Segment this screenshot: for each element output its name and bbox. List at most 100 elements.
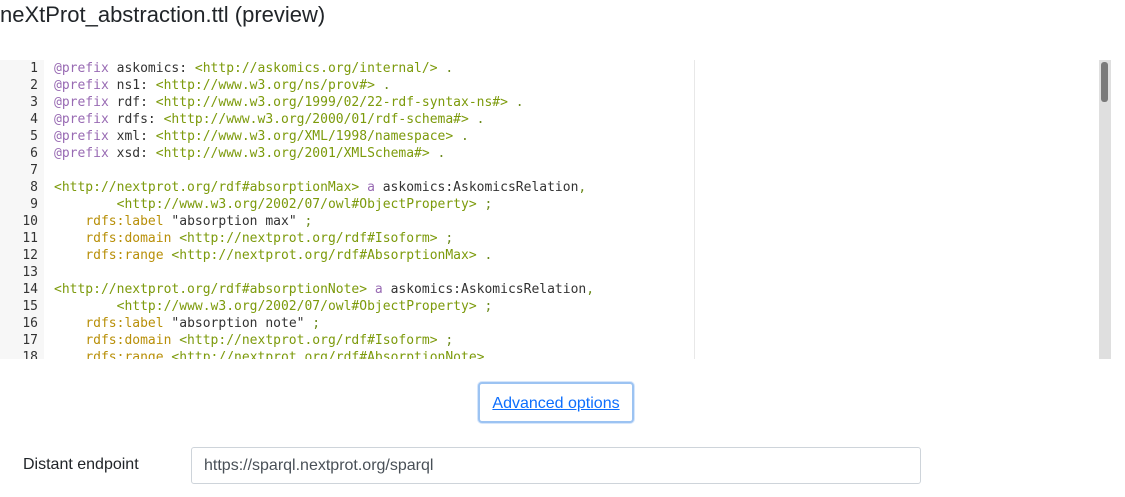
code-token: <http://nextprot.org/rdf#AbsorptionMax> (171, 248, 477, 263)
code-token: "absorption max" (163, 214, 297, 229)
line-code: @prefix rdfs: <http://www.w3.org/2000/01… (54, 111, 485, 128)
code-token: <http://www.w3.org/2000/01/rdf-schema#> (163, 112, 469, 127)
code-line[interactable]: 7 (0, 162, 1099, 179)
code-token: <http://nextprot.org/rdf#Isoform> (179, 333, 438, 348)
code-line[interactable]: 1@prefix askomics: <http://askomics.org/… (0, 60, 1099, 77)
code-token: @prefix (54, 95, 109, 110)
line-number: 3 (30, 95, 38, 110)
code-token (54, 299, 117, 314)
code-token: <http://askomics.org/internal/> (194, 61, 438, 76)
code-token: . (453, 129, 469, 144)
code-line[interactable]: 10 rdfs:label "absorption max" ; (0, 213, 1099, 230)
code-token (54, 231, 85, 246)
code-token: rdfs:range (85, 350, 164, 359)
code-token: , (578, 180, 587, 195)
line-number: 13 (22, 265, 38, 280)
code-token: . (507, 95, 524, 110)
line-code: <http://nextprot.org/rdf#absorptionMax> … (54, 179, 586, 196)
distant-endpoint-input[interactable] (191, 447, 921, 484)
code-token: ; (476, 299, 493, 314)
code-line[interactable]: 2 @prefix ns1: <http://www.w3.org/ns/prov… (0, 77, 1099, 94)
code-line[interactable]: 4@prefix rdfs: <http://www.w3.org/2000/0… (0, 111, 1099, 128)
line-code: rdfs:label "absorption max" ; (54, 213, 312, 230)
line-code: @prefix rdf: <http://www.w3.org/1999/02/… (54, 94, 524, 111)
code-token: <http://www.w3.org/ns/prov#> (155, 78, 375, 93)
code-token: askomics:AskomicsRelation (390, 282, 587, 297)
code-line[interactable]: 13 (0, 264, 1099, 281)
code-editor[interactable]: 1@prefix askomics: <http://askomics.org/… (0, 60, 1111, 359)
code-token: ; (304, 316, 321, 331)
code-token: @prefix (54, 61, 109, 76)
line-number: 5 (30, 129, 38, 144)
code-token: ; (437, 231, 454, 246)
code-token: @prefix (54, 129, 109, 144)
line-number: 10 (22, 214, 38, 229)
line-number: 6 (30, 146, 38, 161)
code-line[interactable]: 9 <http://www.w3.org/2002/07/owl#ObjectP… (0, 196, 1099, 213)
code-token: ns1: (108, 78, 156, 93)
code-token: <http://www.w3.org/2002/07/owl#ObjectPro… (116, 299, 477, 314)
code-line[interactable]: 6@prefix xsd: <http://www.w3.org/2001/XM… (0, 145, 1099, 162)
code-token: a (367, 282, 391, 297)
code-token: @prefix (54, 112, 109, 127)
code-token: <http://nextprot.org/rdf#absorptionNote> (54, 282, 368, 297)
code-token: <http://nextprot.org/rdf#AbsorptionNote> (171, 350, 485, 359)
line-code: <http://nextprot.org/rdf#absorptionNote>… (54, 281, 594, 298)
code-token: <http://nextprot.org/rdf#absorptionMax> (54, 180, 360, 195)
code-token: "absorption note" (163, 316, 305, 331)
code-token: , (586, 282, 595, 297)
code-line[interactable]: 3 @prefix rdf: <http://www.w3.org/1999/02… (0, 94, 1099, 111)
code-token: ; (437, 333, 454, 348)
code-token: . (476, 248, 493, 263)
editor-scrollbar-thumb[interactable] (1101, 62, 1108, 102)
code-token: xml: (108, 129, 156, 144)
code-token: @prefix (54, 146, 109, 161)
code-token: rdfs: (108, 112, 164, 127)
code-token (54, 316, 85, 331)
code-line[interactable]: 8<http://nextprot.org/rdf#absorptionMax>… (0, 179, 1099, 196)
line-code: @prefix askomics: <http://askomics.org/i… (54, 60, 453, 77)
code-token: . (468, 112, 485, 127)
code-token: rdfs:domain (85, 231, 172, 246)
line-code: rdfs:domain <http://nextprot.org/rdf#Iso… (54, 230, 453, 247)
editor-gutter (0, 60, 44, 359)
distant-endpoint-label: Distant endpoint (23, 456, 139, 473)
code-line[interactable]: 12 rdfs:range <http://nextprot.org/rdf#A… (0, 247, 1099, 264)
code-token: a (359, 180, 383, 195)
code-line[interactable]: 16 rdfs:label "absorption note" ; (0, 315, 1099, 332)
code-token: xsd: (108, 146, 156, 161)
line-code: rdfs:range <http://nextprot.org/rdf#Abso… (54, 247, 492, 264)
code-line[interactable]: 18 rdfs:range <http://nextprot.org/rdf#A… (0, 349, 1099, 359)
line-number: 7 (30, 163, 38, 178)
code-token: <http://www.w3.org/XML/1998/namespace> (155, 129, 454, 144)
code-line[interactable]: 11 rdfs:domain <http://nextprot.org/rdf#… (0, 230, 1099, 247)
code-token: <http://www.w3.org/2002/07/owl#ObjectPro… (116, 197, 477, 212)
advanced-options-button[interactable]: Advanced options (478, 382, 634, 423)
line-number: 9 (30, 197, 38, 212)
line-number: 16 (22, 316, 38, 331)
code-token: ; (296, 214, 313, 229)
code-line[interactable]: 14<http://nextprot.org/rdf#absorptionNot… (0, 281, 1099, 298)
code-token: @prefix (54, 78, 109, 93)
code-line[interactable]: 5 @prefix xml: <http://www.w3.org/XML/199… (0, 128, 1099, 145)
print-margin-line (694, 60, 695, 359)
code-token (54, 350, 85, 359)
line-number: 15 (22, 299, 38, 314)
code-line[interactable]: 17 rdfs:domain <http://nextprot.org/rdf#… (0, 332, 1099, 349)
code-token: rdfs:domain (85, 333, 172, 348)
editor-scrollbar[interactable] (1099, 60, 1111, 359)
code-token: rdfs:range (85, 248, 164, 263)
line-code: @prefix xml: <http://www.w3.org/XML/1998… (54, 128, 469, 145)
code-lines[interactable]: 1@prefix askomics: <http://askomics.org/… (0, 60, 1099, 359)
line-number: 2 (30, 78, 38, 93)
code-token: . (437, 61, 454, 76)
line-code: <http://www.w3.org/2002/07/owl#ObjectPro… (54, 298, 493, 315)
code-line[interactable]: 15 <http://www.w3.org/2002/07/owl#Object… (0, 298, 1099, 315)
code-token: askomics:AskomicsRelation (382, 180, 579, 195)
code-token (54, 214, 85, 229)
code-token (54, 333, 85, 348)
code-token: <http://nextprot.org/rdf#Isoform> (179, 231, 438, 246)
line-number: 18 (22, 350, 38, 359)
line-code: @prefix ns1: <http://www.w3.org/ns/prov#… (54, 77, 391, 94)
